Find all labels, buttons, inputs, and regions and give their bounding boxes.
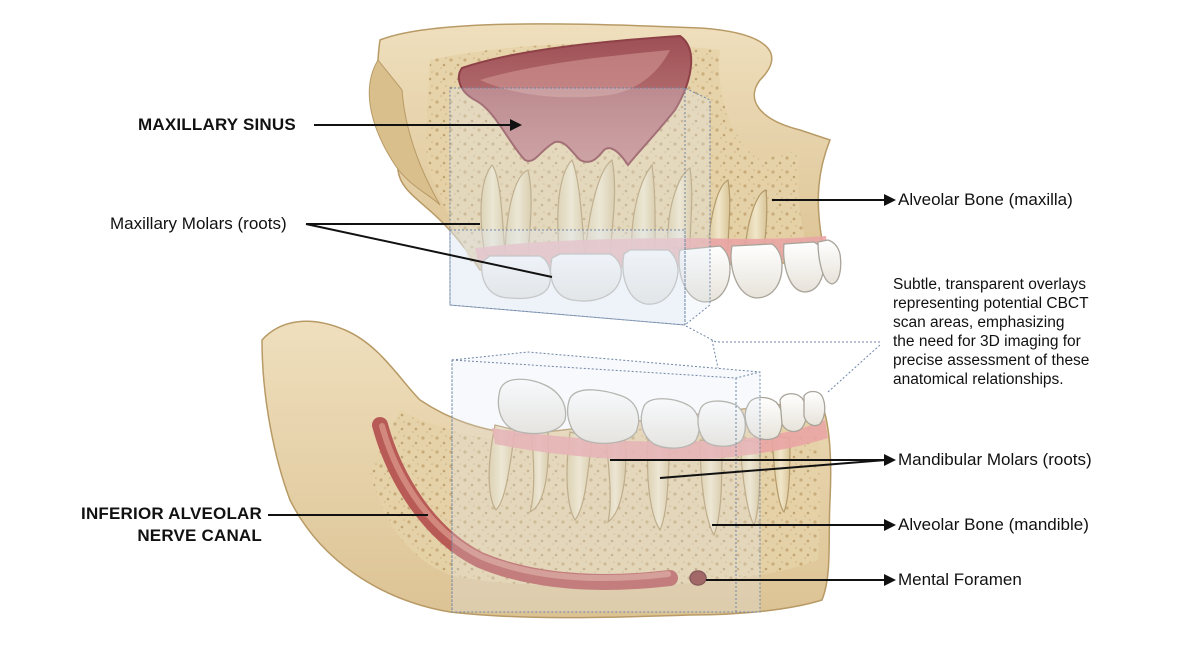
label-maxillary-sinus: MAXILLARY SINUS	[138, 115, 296, 134]
maxillary-teeth	[481, 239, 842, 305]
label-alveolar-bone-mandible: Alveolar Bone (mandible)	[898, 515, 1089, 534]
cbct-note: Subtle, transparent overlays representin…	[893, 275, 1173, 389]
cbct-note-line: anatomical relationships.	[893, 371, 1064, 388]
arrowheads	[510, 119, 896, 586]
cbct-note-line: representing potential CBCT	[893, 295, 1089, 312]
sinus-highlight	[480, 50, 670, 98]
cbct-note-line: precise assessment of these	[893, 352, 1090, 369]
cbct-note-line: the need for 3D imaging for	[893, 333, 1081, 350]
label-inferior-alveolar-line2: NERVE CANAL	[137, 526, 262, 545]
maxillary-roots	[480, 158, 768, 259]
mental-foramen	[689, 570, 707, 586]
cbct-overlay-upper	[449, 87, 711, 326]
zygomatic-edge	[368, 59, 441, 206]
mandibular-teeth	[497, 378, 826, 449]
label-maxillary-molars: Maxillary Molars (roots)	[110, 214, 287, 233]
maxilla	[368, 23, 842, 326]
cbct-note-line: Subtle, transparent overlays	[893, 276, 1086, 293]
label-inferior-alveolar-nerve-canal: INFERIOR ALVEOLAR NERVE CANAL	[70, 503, 262, 547]
leader-mandibular-molars-b	[659, 459, 887, 479]
cbct-note-line: scan areas, emphasizing	[893, 314, 1065, 331]
label-alveolar-bone-maxilla: Alveolar Bone (maxilla)	[898, 190, 1073, 209]
mandible	[261, 320, 832, 619]
label-mental-foramen: Mental Foramen	[898, 570, 1022, 589]
label-inferior-alveolar-line1: INFERIOR ALVEOLAR	[81, 504, 262, 523]
cbct-overlay-lower	[451, 351, 761, 613]
leader-maxillary-molars-b	[305, 223, 553, 278]
label-mandibular-molars: Mandibular Molars (roots)	[898, 450, 1092, 469]
mandibular-gum	[492, 420, 828, 461]
note-connectors	[685, 325, 881, 393]
leader-lines	[268, 124, 887, 581]
